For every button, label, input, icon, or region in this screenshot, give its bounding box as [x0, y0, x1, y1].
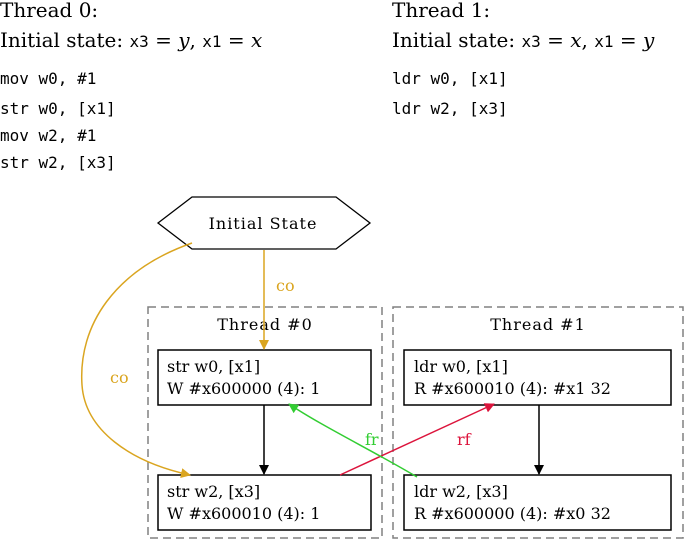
thread-1-title: Thread 1: [392, 0, 491, 22]
event-instruction: ldr w2, [x3] [414, 482, 508, 501]
code-line: mov w0, #1 [0, 69, 97, 88]
fr-edge [288, 403, 418, 478]
event-node-t0-store1 [157, 349, 372, 406]
event-access: R #x600010 (4): #x1 32 [414, 379, 611, 398]
cluster-thread-0-label: Thread #0 [217, 315, 313, 334]
location-name: x [570, 28, 582, 52]
code-line: ldr w2, [x3] [392, 99, 508, 118]
location-name: y [178, 28, 190, 52]
co-edge-label: co [110, 368, 129, 387]
separator: , [189, 28, 203, 52]
code-line: ldr w0, [x1] [392, 69, 508, 88]
co-edge-init-to-store2 [80, 242, 193, 478]
cluster-thread-1-label: Thread #1 [490, 315, 586, 334]
initial-state-node [156, 196, 372, 250]
cluster-thread-0 [147, 306, 383, 539]
event-node-t1-load1 [403, 349, 672, 406]
register-x1: x1 [594, 32, 614, 51]
initial-state-prefix: Initial state: [392, 28, 522, 52]
initial-state-prefix: Initial state: [0, 28, 130, 52]
event-instruction: ldr w0, [x1] [414, 357, 508, 376]
equals-sign: = [540, 28, 571, 52]
event-access: W #x600000 (4): 1 [167, 379, 320, 398]
event-instruction: str w0, [x1] [167, 357, 260, 376]
event-node-t0-store2 [157, 474, 372, 531]
event-access: W #x600010 (4): 1 [167, 504, 320, 523]
code-line: str w0, [x1] [0, 99, 116, 118]
equals-sign: = [221, 28, 252, 52]
location-name: x [251, 28, 263, 52]
rf-edge [339, 403, 495, 476]
initial-state-label: Initial State [209, 214, 318, 233]
co-edge-label: co [276, 276, 295, 295]
event-node-t1-load2 [403, 474, 672, 531]
cluster-thread-1 [392, 306, 684, 539]
location-name: y [642, 28, 655, 52]
register-x3: x3 [521, 32, 541, 51]
code-line: str w2, [x3] [0, 153, 116, 172]
code-line: mov w2, #1 [0, 126, 97, 145]
register-x3: x3 [129, 32, 149, 51]
register-x1: x1 [202, 32, 222, 51]
separator: , [581, 28, 595, 52]
equals-sign: = [148, 28, 179, 52]
fr-edge-label: fr [365, 430, 379, 449]
thread-1-initial-state: Initial state: x3 = x, x1 = y [392, 28, 654, 54]
thread-0-title: Thread 0: [0, 0, 99, 22]
equals-sign: = [613, 28, 643, 52]
thread-0-initial-state: Initial state: x3 = y, x1 = x [0, 28, 262, 54]
event-instruction: str w2, [x3] [167, 482, 260, 501]
rf-edge-label: rf [457, 430, 472, 449]
event-access: R #x600000 (4): #x0 32 [414, 504, 611, 523]
